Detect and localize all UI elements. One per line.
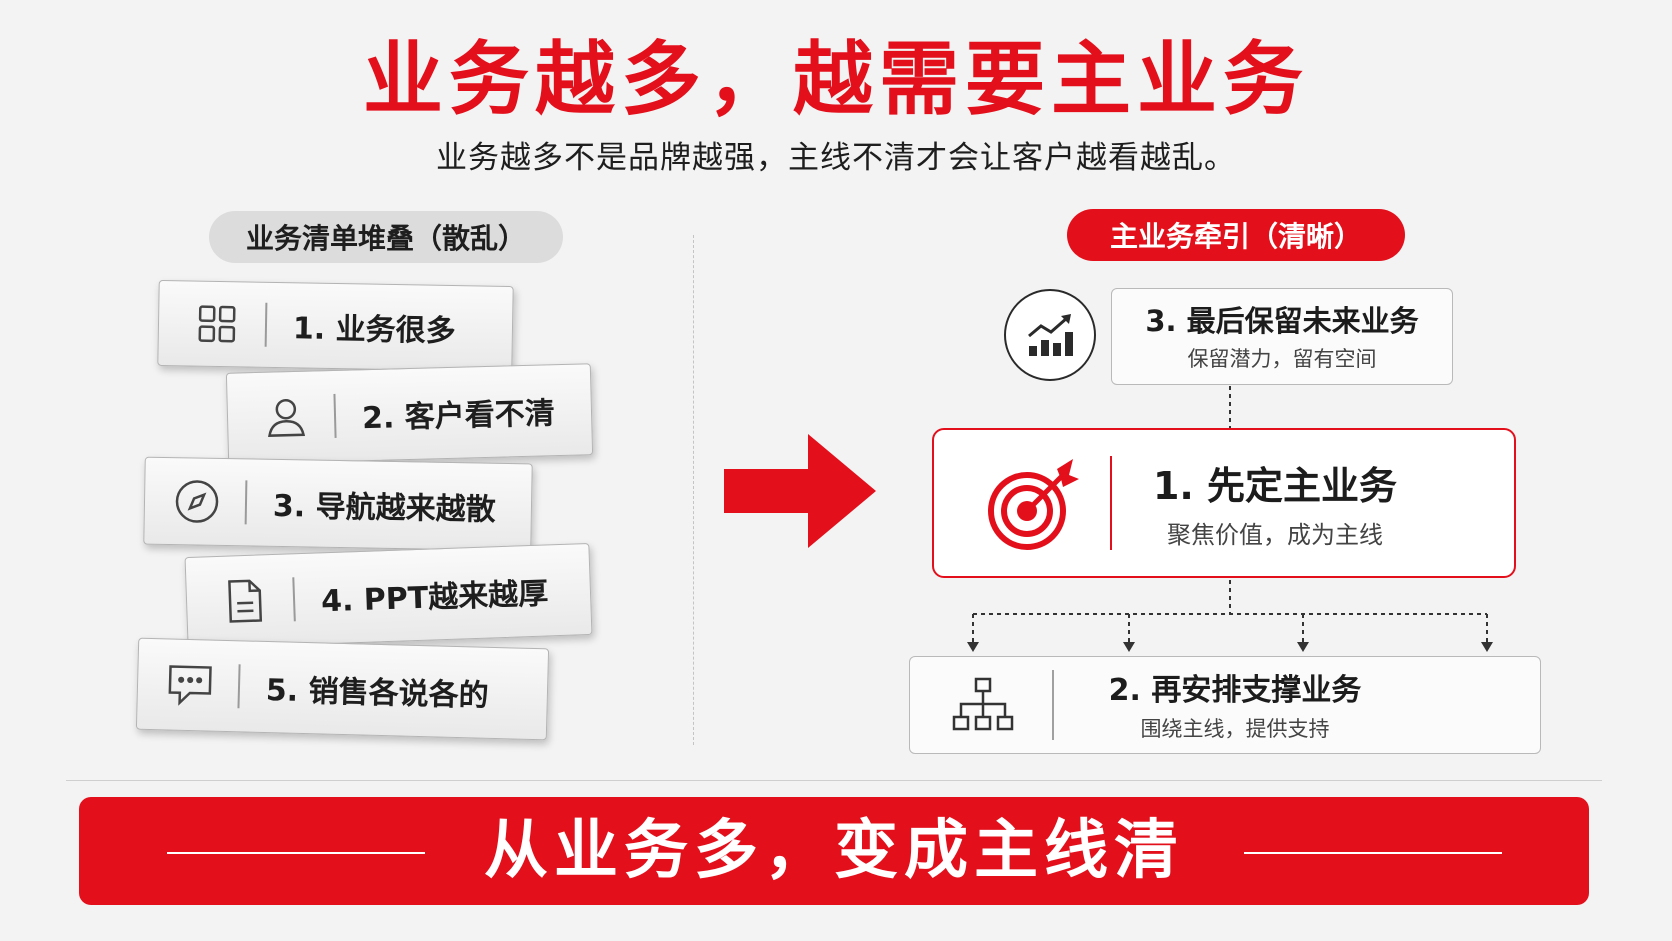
column-divider <box>693 235 694 745</box>
stack-card-3: 3. 导航越来越散 <box>143 456 533 552</box>
future-business-subtitle: 保留潜力，留有空间 <box>1187 347 1377 371</box>
stack-card-label: 5. 销售各说各的 <box>265 673 490 714</box>
stack-card-4: 4. PPT越来越厚 <box>184 542 593 650</box>
banner-decor-line-right <box>1244 852 1502 854</box>
stack-card-label: 2. 客户看不清 <box>361 396 556 437</box>
banner-decor-line-left <box>167 852 425 854</box>
flow-connectors <box>967 386 1493 652</box>
stack-card-label: 4. PPT越来越厚 <box>320 576 549 620</box>
support-business-title: 2. 再安排支撑业务 <box>1108 673 1362 708</box>
hierarchy-icon <box>952 677 1014 731</box>
card-divider <box>264 302 268 347</box>
left-section-pill: 业务清单堆叠（散乱） <box>209 211 563 263</box>
grid-icon <box>177 303 258 344</box>
main-business-subtitle: 聚焦价值，成为主线 <box>1167 521 1383 549</box>
stack-card-2: 2. 客户看不清 <box>225 363 594 465</box>
card-divider <box>237 664 241 709</box>
stack-card-label: 1. 业务很多 <box>292 311 456 350</box>
future-business-box <box>1111 288 1453 385</box>
support-box-divider <box>1052 670 1054 740</box>
stack-card-1: 1. 业务很多 <box>157 279 514 373</box>
support-business-box <box>909 656 1541 754</box>
main-box-divider <box>1110 456 1112 550</box>
page-subtitle: 业务越多不是品牌越强，主线不清才会让客户越看越乱。 <box>436 140 1236 176</box>
support-business-subtitle: 围绕主线，提供支持 <box>1140 717 1330 741</box>
right-section-pill: 主业务牵引（清晰） <box>1067 209 1405 261</box>
card-divider <box>292 577 296 622</box>
user-icon <box>245 394 326 440</box>
conclusion-banner <box>79 797 1589 905</box>
transition-arrow-icon <box>724 434 876 548</box>
compass-icon <box>157 477 238 526</box>
conclusion-text: 从业务多，变成主线清 <box>484 814 1184 888</box>
chat-bubble-icon <box>149 662 230 708</box>
card-divider <box>333 393 337 438</box>
target-icon <box>988 459 1079 550</box>
page-title: 业务越多，越需要主业务 <box>363 33 1309 126</box>
trend-chart-icon <box>1004 289 1096 381</box>
stack-card-5: 5. 销售各说各的 <box>135 637 550 741</box>
stack-card-label: 3. 导航越来越散 <box>272 488 496 528</box>
document-icon <box>204 577 286 626</box>
card-divider <box>244 480 248 525</box>
section-divider <box>66 780 1602 781</box>
main-business-title: 1. 先定主业务 <box>1152 464 1398 508</box>
future-business-title: 3. 最后保留未来业务 <box>1145 304 1419 338</box>
